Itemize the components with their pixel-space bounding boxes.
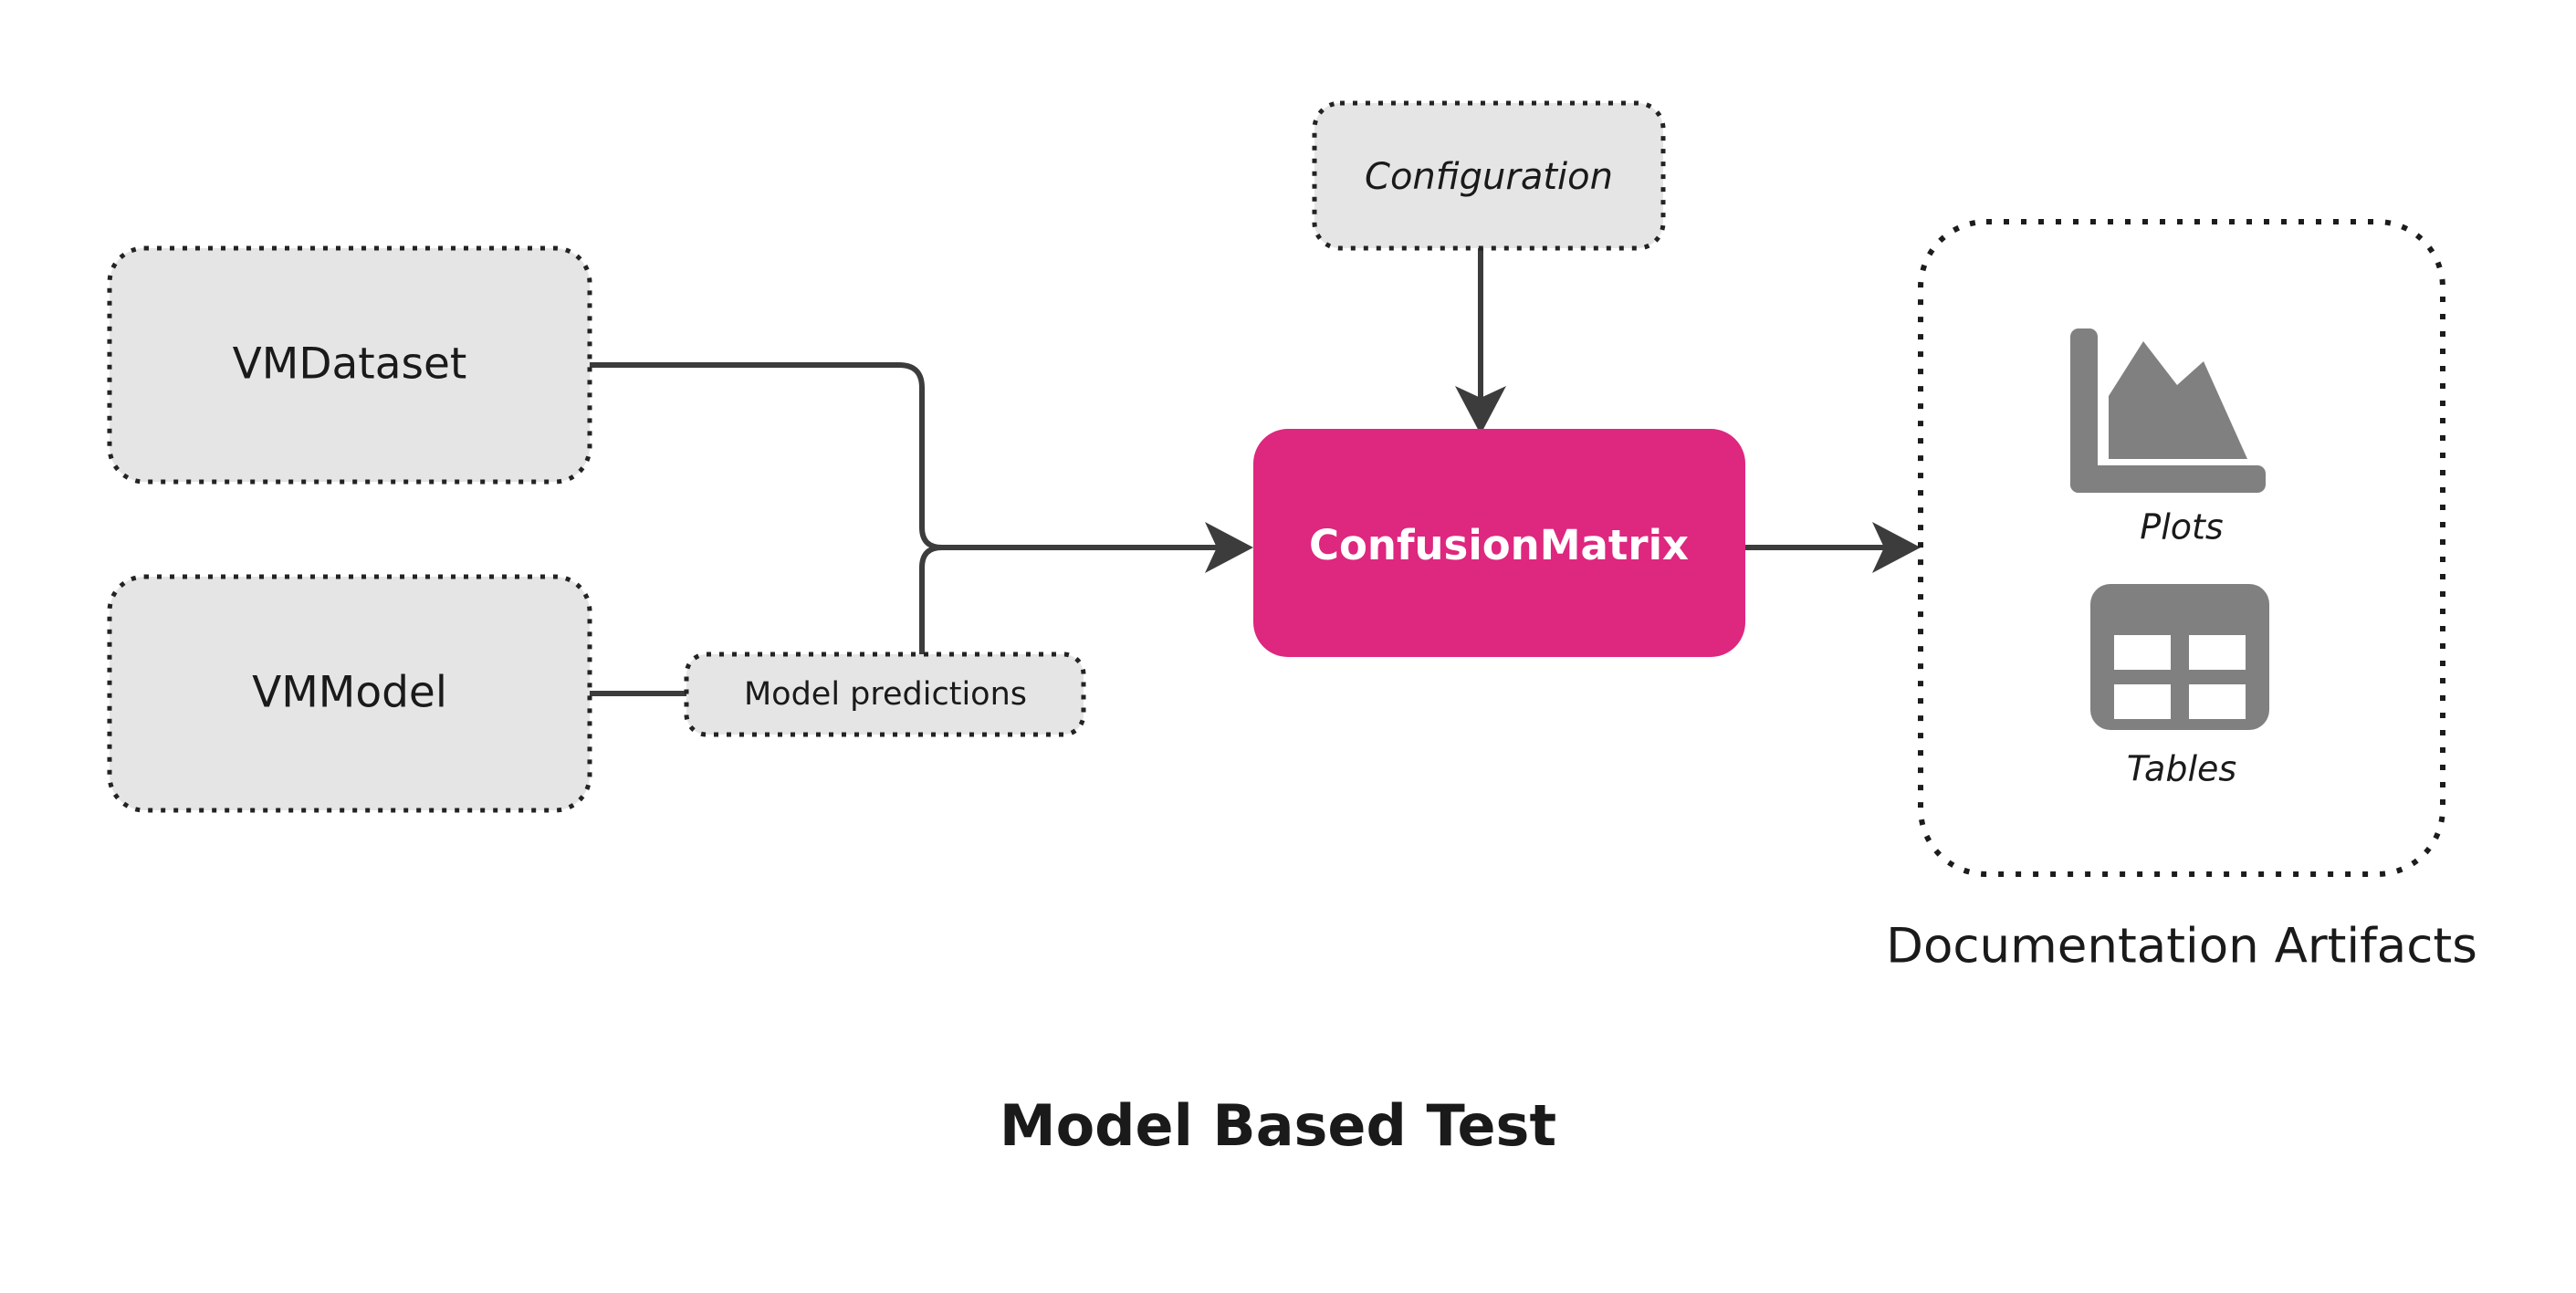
node-confusionmatrix[interactable]: ConfusionMatrix — [1253, 429, 1745, 657]
arrow-head-into-confusionmatrix — [1205, 522, 1253, 573]
artifact-label-tables: Tables — [2127, 749, 2236, 789]
edge-model-predictions-to-confusionmatrix — [919, 545, 1237, 675]
node-confusionmatrix-label: ConfusionMatrix — [1309, 521, 1689, 569]
node-vmmodel-label: VMModel — [252, 668, 447, 718]
edge-label-model-predictions-text: Model predictions — [744, 676, 1027, 713]
documentation-artifacts-caption: Documentation Artifacts — [1886, 919, 2477, 975]
node-vmmodel[interactable]: VMModel — [107, 574, 592, 813]
edge-confusionmatrix-to-artifacts — [1745, 522, 1921, 573]
container-documentation-artifacts: Plots Tables — [1918, 219, 2445, 877]
edge-label-model-predictions[interactable]: Model predictions — [684, 652, 1086, 737]
area-chart-icon — [2070, 328, 2266, 493]
node-configuration[interactable]: Configuration — [1312, 100, 1666, 251]
edge-configuration-to-confusionmatrix — [1455, 248, 1506, 434]
edge-vmdataset-to-confusionmatrix — [590, 362, 1237, 550]
artifact-label-plots: Plots — [2140, 507, 2223, 547]
node-vmdataset-label: VMDataset — [233, 339, 467, 390]
arrow-head-into-artifacts — [1872, 522, 1921, 573]
diagram-title: Model Based Test — [1000, 1092, 1556, 1159]
node-vmdataset[interactable]: VMDataset — [107, 245, 592, 485]
table-grid-icon — [2090, 584, 2269, 730]
node-configuration-label: Configuration — [1365, 156, 1613, 198]
arrow-head-into-confusionmatrix-top — [1455, 386, 1506, 434]
